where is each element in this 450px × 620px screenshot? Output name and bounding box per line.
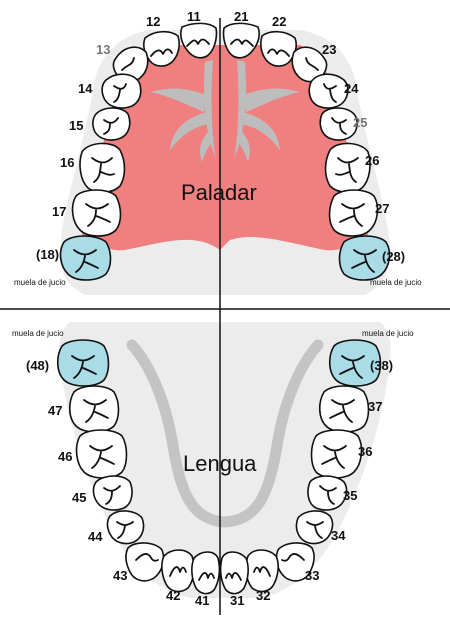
tooth-26: [324, 142, 371, 194]
note-wisdom-lower-left: muela de jucio: [362, 329, 414, 338]
tooth-21: [222, 22, 260, 59]
num-48: (48): [26, 358, 49, 373]
tooth-47: [68, 385, 120, 433]
tooth-38-wisdom: [328, 339, 382, 387]
tooth-37: [318, 385, 370, 433]
num-16: 16: [60, 155, 74, 170]
num-37: 37: [368, 399, 382, 414]
num-32: 32: [256, 588, 270, 603]
num-35: 35: [343, 488, 357, 503]
num-31: 31: [230, 593, 244, 608]
note-wisdom-lower-right: muela de jucio: [12, 329, 64, 338]
num-11: 11: [187, 9, 201, 24]
num-21: 21: [234, 9, 248, 24]
num-33: 33: [305, 568, 319, 583]
tooth-35: [307, 475, 348, 511]
tooth-43: [125, 542, 165, 582]
note-wisdom-upper-left: muela de jucio: [370, 278, 422, 287]
tooth-44: [106, 510, 145, 545]
num-14: 14: [78, 81, 93, 96]
num-27: 27: [375, 201, 389, 216]
num-34: 34: [331, 528, 346, 543]
note-wisdom-upper-right: muela de jucio: [14, 278, 66, 287]
num-25: 25: [353, 115, 367, 130]
num-15: 15: [69, 118, 83, 133]
num-46: 46: [58, 449, 72, 464]
num-13: 13: [96, 42, 110, 57]
num-43: 43: [113, 568, 127, 583]
num-42: 42: [166, 588, 180, 603]
tooth-11: [180, 22, 218, 59]
tooth-34: [295, 510, 334, 545]
tooth-27: [328, 189, 379, 237]
tooth-48-wisdom: [56, 339, 110, 387]
palate-area: [82, 45, 368, 251]
tooth-42: [161, 549, 195, 593]
num-45: 45: [72, 490, 86, 505]
tooth-31: [219, 551, 249, 595]
num-36: 36: [358, 444, 372, 459]
tooth-14: [101, 73, 142, 109]
num-47: 47: [48, 403, 62, 418]
tooth-16: [79, 142, 126, 194]
tooth-45: [92, 475, 133, 511]
tongue-arch: [126, 339, 324, 528]
tooth-32: [245, 549, 279, 593]
num-26: 26: [365, 153, 379, 168]
num-38: (38): [370, 358, 393, 373]
num-12: 12: [146, 14, 160, 29]
palatal-rugae: [150, 60, 300, 162]
tooth-41: [191, 551, 221, 595]
num-18: (18): [36, 247, 59, 262]
tooth-13: [112, 46, 149, 83]
tooth-28-wisdom: [338, 235, 391, 281]
tooth-25: [319, 107, 358, 141]
num-41: 41: [195, 593, 209, 608]
tooth-12: [143, 30, 180, 67]
tooth-46: [75, 429, 128, 479]
num-23: 23: [322, 42, 336, 57]
label-lengua: Lengua: [183, 451, 257, 476]
tooth-15: [92, 107, 131, 141]
label-paladar: Paladar: [181, 180, 257, 205]
tooth-18-wisdom: [59, 235, 112, 281]
num-22: 22: [272, 14, 286, 29]
tooth-22: [260, 30, 297, 67]
num-28: (28): [382, 249, 405, 264]
num-17: 17: [52, 204, 66, 219]
num-24: 24: [344, 81, 359, 96]
num-44: 44: [88, 529, 103, 544]
tooth-24: [308, 73, 349, 109]
tooth-33: [275, 542, 315, 582]
tooth-17: [71, 189, 122, 237]
tooth-36: [310, 429, 363, 479]
